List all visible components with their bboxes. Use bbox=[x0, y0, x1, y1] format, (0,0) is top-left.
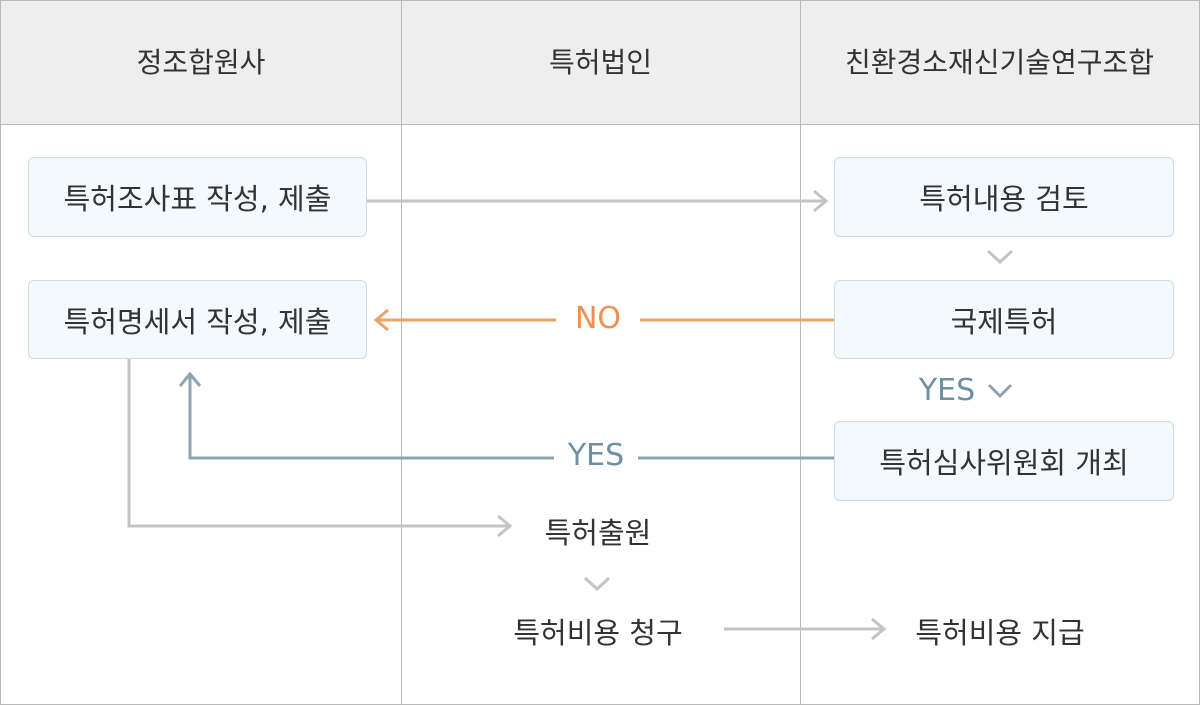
column-title-patent-firm: 특허법인 bbox=[548, 46, 653, 79]
arrow-no-to-spec bbox=[373, 308, 834, 332]
label-no: NO bbox=[574, 301, 622, 336]
arrow-billing-to-payment bbox=[724, 617, 887, 641]
column-title-research-association: 친환경소재신기술연구조합 bbox=[844, 46, 1155, 79]
chevron-down-icon bbox=[987, 383, 1013, 399]
header-row bbox=[1, 1, 1199, 125]
step-fee-payment: 특허비용 지급 bbox=[915, 616, 1085, 650]
step-patent-filing: 특허출원 bbox=[544, 516, 652, 550]
chevron-down-icon bbox=[583, 576, 611, 592]
column-divider-2 bbox=[800, 1, 801, 704]
column-divider-1 bbox=[401, 1, 402, 704]
box-patent-review: 특허내용 검토 bbox=[834, 157, 1174, 237]
label-yes-arrow: YES bbox=[567, 438, 625, 473]
arrow-spec-to-filing bbox=[127, 358, 513, 538]
box-patent-survey: 특허조사표 작성, 제출 bbox=[28, 157, 367, 237]
arrow-survey-to-review bbox=[367, 189, 829, 213]
label-yes-down: YES bbox=[918, 373, 976, 408]
arrow-yes-to-spec bbox=[178, 371, 834, 460]
box-review-committee: 특허심사위원회 개최 bbox=[834, 421, 1174, 501]
step-fee-billing: 특허비용 청구 bbox=[513, 616, 683, 650]
chevron-down-icon bbox=[986, 249, 1014, 265]
box-international-patent: 국제특허 bbox=[834, 280, 1174, 359]
box-patent-spec: 특허명세서 작성, 제출 bbox=[28, 280, 367, 359]
column-title-member-company: 정조합원사 bbox=[136, 46, 266, 79]
